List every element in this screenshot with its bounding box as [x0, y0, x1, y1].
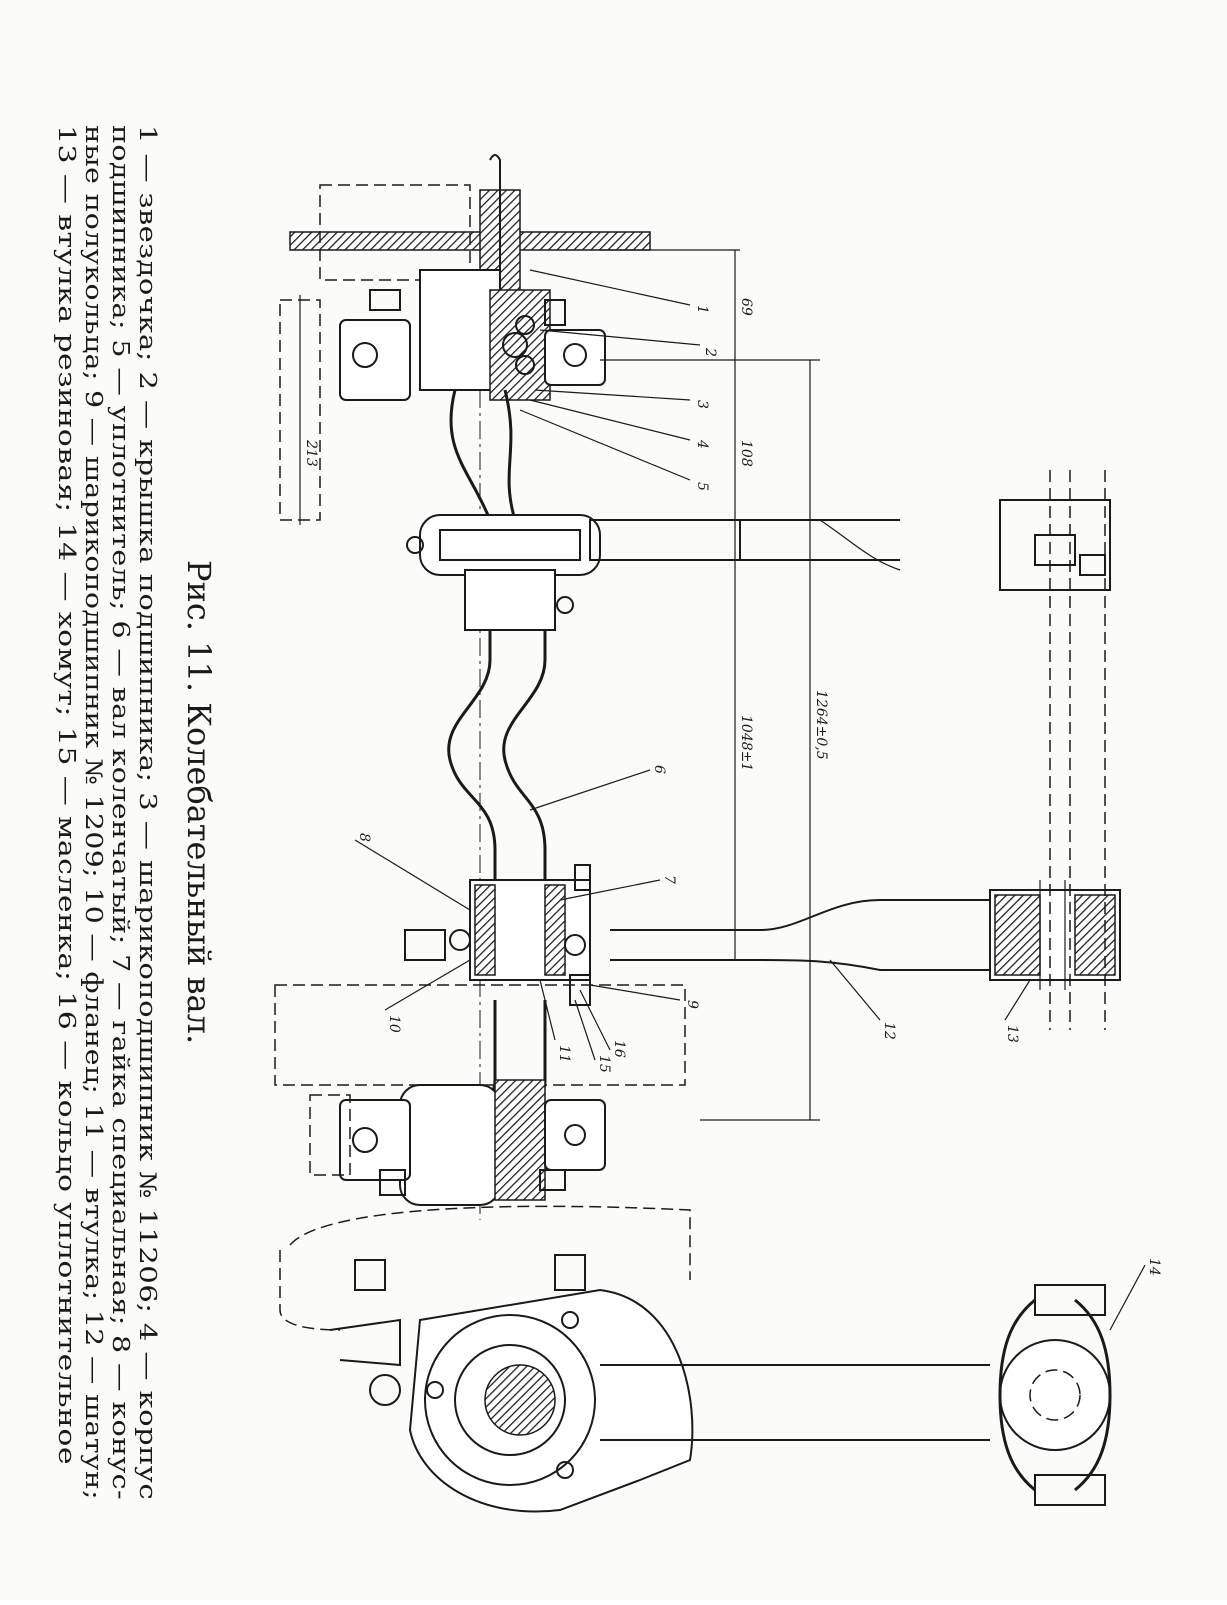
upper-bearing-housing: [279, 269, 606, 521]
callout-3: 3: [694, 400, 710, 409]
end-flange-and-clamp: [279, 1205, 1112, 1513]
upper-rod-joint: [406, 514, 901, 631]
callout-5: 5: [694, 482, 710, 491]
frame-fragment: [999, 470, 1111, 1030]
callout-14: 14: [1146, 1258, 1162, 1276]
dimension-108: 108: [738, 440, 754, 467]
lower-bearing-housing: [309, 1079, 606, 1206]
figure-caption: Рис. 11. Колебательный вал. 1 — звездочк…: [53, 125, 218, 1500]
dimension-69: 69: [738, 298, 754, 316]
dimension-1264: 1264±0,5: [813, 690, 829, 760]
legend-line-2: подшипника; 5 — уплотнитель; 6 — вал кол…: [107, 125, 133, 1500]
technical-drawing: [274, 154, 1146, 1513]
sprocket-assembly: [289, 154, 651, 330]
callout-16: 16: [611, 1040, 627, 1058]
callout-6: 6: [651, 765, 667, 774]
dimension-1048: 1048±1: [738, 715, 754, 771]
callout-4: 4: [694, 439, 710, 449]
callout-10: 10: [386, 1015, 402, 1033]
callout-2: 2: [702, 347, 718, 357]
legend-line-3: ные полукольца; 9 — шарикоподшипник № 12…: [80, 125, 106, 1500]
callout-13: 13: [1004, 1025, 1020, 1043]
legend-line-1: 1 — звездочка; 2 — крышка подшипника; 3 …: [134, 125, 160, 1500]
figure-title: Рис. 11. Колебательный вал.: [180, 560, 218, 1044]
callout-8: 8: [356, 833, 372, 842]
callout-1: 1: [694, 305, 710, 314]
dimension-lines: [299, 249, 820, 1121]
callout-7: 7: [661, 875, 677, 884]
callout-12: 12: [881, 1022, 897, 1040]
lower-bearing-assembly: [274, 864, 686, 1086]
callout-15: 15: [596, 1055, 612, 1073]
legend-line-4: 13 — втулка резиновая; 14 — хомут; 15 — …: [53, 125, 79, 1465]
callout-9: 9: [684, 1000, 700, 1009]
callout-11: 11: [556, 1045, 572, 1063]
dimension-213: 213: [303, 439, 319, 467]
leader-lines: [354, 269, 1146, 1331]
lower-rod: [610, 880, 1121, 990]
